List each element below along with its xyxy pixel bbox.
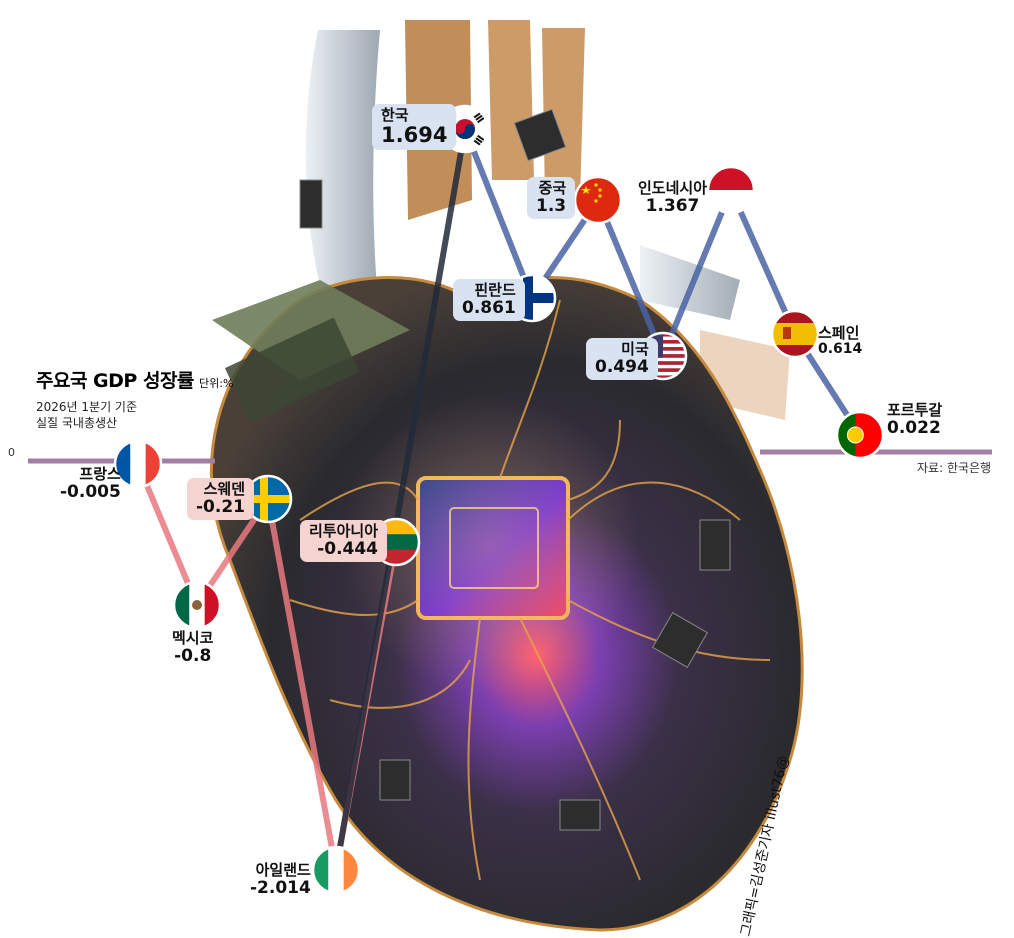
positive-connector (462, 126, 535, 301)
country-value: -0.444 (317, 538, 379, 559)
flag-ireland-icon (311, 845, 361, 895)
country-name: 리투아니아 (309, 522, 379, 540)
country-name: 아일랜드 (255, 861, 311, 879)
country-name: 프랑스 (79, 465, 121, 483)
country-value: 1.694 (381, 122, 448, 147)
country-name: 멕시코 (172, 629, 214, 647)
positive-connector (595, 197, 666, 359)
label-mexico: 멕시코 -0.8 (172, 630, 213, 666)
positive-connector (660, 187, 734, 359)
country-value: 0.614 (818, 340, 863, 357)
heart-illustration (209, 20, 804, 932)
country-value: 1.3 (536, 195, 567, 216)
country-value: 0.494 (595, 356, 649, 377)
country-name: 스페인 (818, 324, 860, 342)
country-value: -0.21 (196, 496, 245, 517)
source-note: 자료: 한국은행 (917, 461, 992, 475)
subtitle-period: 2026년 1분기 기준 (36, 400, 138, 414)
country-value: 1.367 (645, 195, 700, 216)
country-value: -2.014 (250, 877, 311, 898)
country-name: 한국 (381, 106, 409, 124)
country-name: 스웨덴 (203, 480, 245, 498)
negative-connector (265, 496, 339, 873)
label-sweden: 스웨덴 -0.21 (187, 478, 254, 520)
chart-title: 주요국 GDP 성장률 단위:% (36, 366, 233, 393)
country-value: -0.005 (60, 481, 121, 502)
country-name: 포르투갈 (887, 401, 943, 419)
label-china: 중국 1.3 (527, 177, 576, 219)
flag-mexico-icon (172, 580, 222, 630)
country-value: -0.8 (174, 645, 212, 666)
label-portugal: 포르투갈 0.022 (887, 402, 942, 438)
flag-china-icon (573, 175, 623, 225)
label-korea: 한국 1.694 (372, 104, 457, 151)
label-ireland: 아일랜드 -2.014 (250, 862, 311, 898)
zero-tick-label: 0 (8, 446, 15, 459)
label-spain: 스페인 0.614 (818, 325, 862, 357)
chart-title-text: 주요국 GDP 성장률 (36, 370, 194, 392)
negative-connector (135, 461, 200, 608)
unit-label: 단위:% (199, 377, 234, 390)
korea-ireland-connector (333, 126, 468, 873)
country-name: 미국 (621, 340, 649, 358)
country-name: 핀란드 (474, 281, 516, 299)
positive-connector (728, 187, 798, 337)
label-usa: 미국 0.494 (586, 338, 658, 380)
country-name: 중국 (538, 179, 567, 197)
label-indonesia: 인도네시아 1.367 (638, 180, 707, 216)
flag-spain-icon (770, 309, 820, 359)
country-value: 0.022 (887, 417, 941, 438)
country-name: 인도네시아 (638, 179, 708, 197)
country-value: 0.861 (462, 297, 516, 318)
label-lithuania: 리투아니아 -0.444 (300, 520, 388, 562)
label-france: 프랑스 -0.005 (60, 466, 121, 502)
flag-france-icon (113, 439, 163, 489)
subtitle-measure: 실질 국내총생산 (36, 416, 118, 430)
flag-indonesia-icon (706, 165, 756, 215)
label-finland: 핀란드 0.861 (453, 279, 525, 321)
flag-portugal-icon (835, 410, 885, 460)
